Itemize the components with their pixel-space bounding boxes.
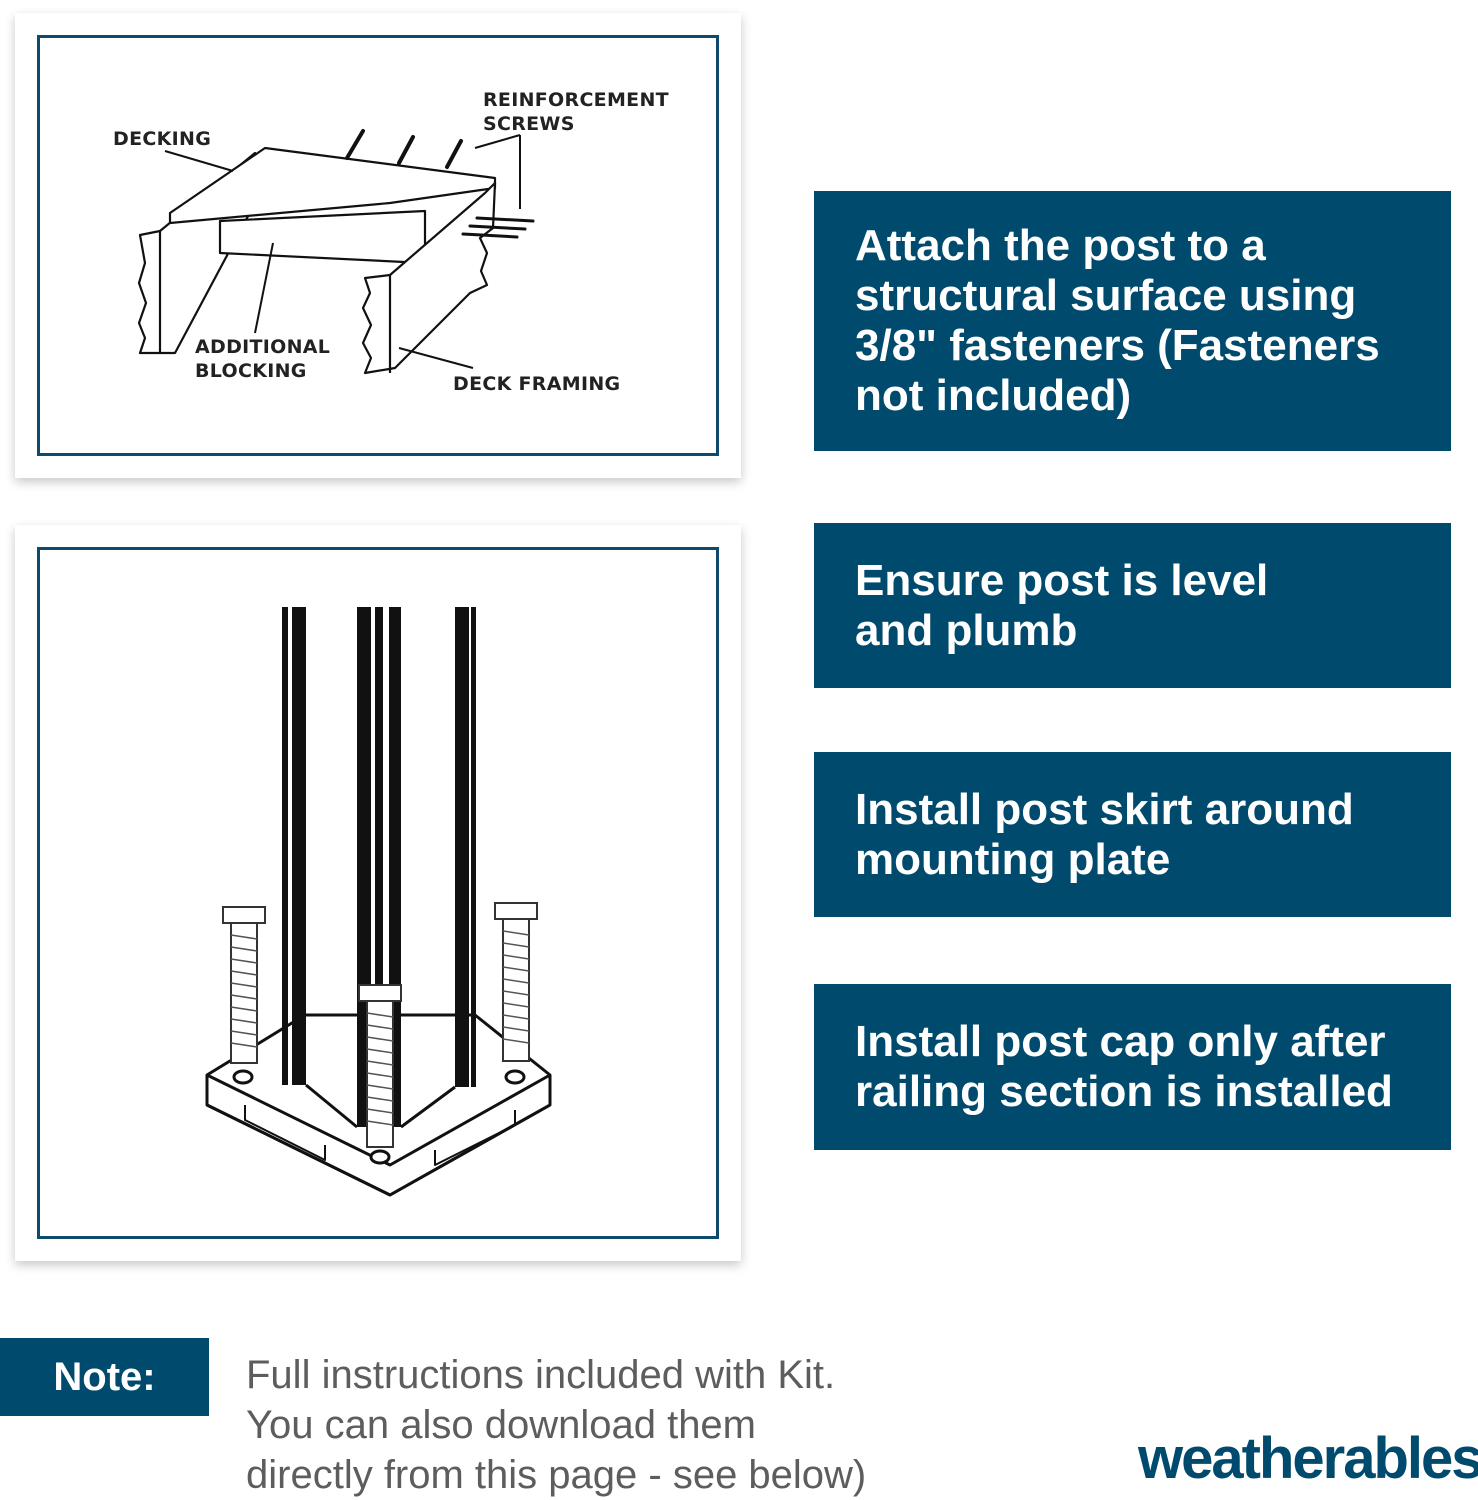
bolt-threads <box>230 930 530 1126</box>
weatherables-logo: weatherables® <box>1138 1424 1478 1494</box>
deck-framing-illustration: DECKING REINFORCEMENT SCREWS ADDITIONAL … <box>113 89 669 395</box>
label-blocking-1: ADDITIONAL <box>195 336 330 358</box>
step-text: Install post cap only after railing sect… <box>855 1017 1393 1116</box>
note-badge: Note: <box>0 1338 209 1416</box>
top-screws <box>345 129 463 169</box>
label-reinforcement-2: SCREWS <box>483 113 575 135</box>
post-mount-diagram-card <box>15 525 741 1261</box>
note-text: Full instructions included with Kit. You… <box>246 1353 867 1497</box>
side-screws <box>461 216 535 239</box>
diagram-frame <box>37 35 719 456</box>
step-attach-post: Attach the post to a structural surface … <box>814 191 1451 451</box>
post-mount-illustration <box>205 607 552 1197</box>
label-deck-framing: DECK FRAMING <box>453 373 620 395</box>
step-text: Ensure post is level and plumb <box>855 555 1269 655</box>
deck-framing-diagram-card: DECKING REINFORCEMENT SCREWS ADDITIONAL … <box>15 13 741 478</box>
note-label: Note: <box>53 1354 156 1399</box>
step-level-plumb: Ensure post is level and plumb <box>814 523 1451 688</box>
additional-blocking <box>218 209 427 265</box>
label-blocking-2: BLOCKING <box>195 360 307 382</box>
step-post-cap: Install post cap only after railing sect… <box>814 984 1451 1150</box>
label-decking: DECKING <box>113 128 211 150</box>
brand-name: weatherables <box>1138 1426 1478 1491</box>
step-text: Install post skirt around mounting plate <box>855 784 1354 884</box>
step-post-skirt: Install post skirt around mounting plate <box>814 752 1451 917</box>
right-joist <box>361 181 497 375</box>
decking-board <box>168 146 497 225</box>
label-reinforcement-1: REINFORCEMENT <box>483 89 669 111</box>
diagram-frame <box>37 547 719 1239</box>
step-text: Attach the post to a structural surface … <box>855 221 1380 420</box>
